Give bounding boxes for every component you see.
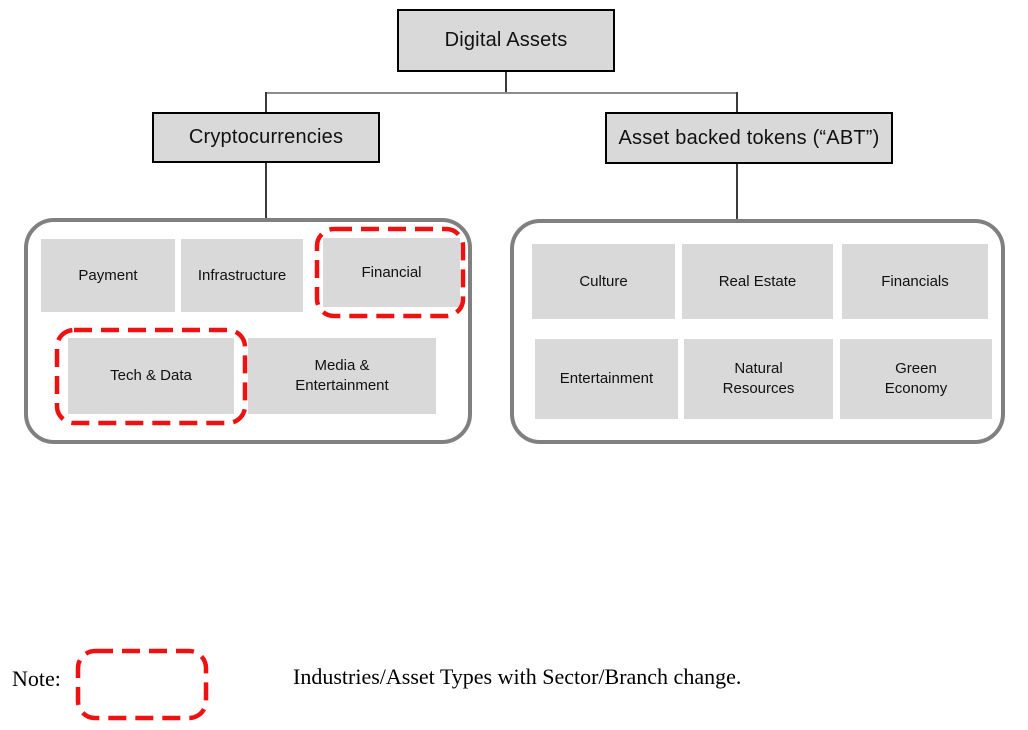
item-green-economy-label: Green Economy <box>884 360 948 397</box>
node-cryptocurrencies-label: Cryptocurrencies <box>188 126 344 148</box>
item-tech-data-label: Tech & Data <box>110 367 192 384</box>
connector-horizontal <box>265 92 738 94</box>
item-infrastructure-label: Infrastructure <box>197 266 287 284</box>
connector-abt-to-group <box>736 164 738 219</box>
connector-drop-right <box>736 92 738 112</box>
node-digital-assets-label: Digital Assets <box>444 29 568 51</box>
item-financial: Financial <box>323 238 460 307</box>
item-natural-resources: Natural Resources <box>684 339 833 419</box>
item-entertainment: Entertainment <box>535 339 678 419</box>
item-payment: Payment <box>41 239 175 312</box>
item-culture-label: Culture <box>579 272 628 290</box>
highlight-ring-tech-data-icon <box>54 327 248 426</box>
item-financials-label: Financials <box>881 272 949 290</box>
item-media-entertainment-label: Media & Entertainment <box>295 357 389 394</box>
item-media-entertainment: Media & Entertainment <box>248 338 436 414</box>
connector-drop-left <box>265 92 267 112</box>
group-asset-backed-tokens: Culture Real Estate Financials Entertain… <box>510 219 1005 444</box>
item-culture: Culture <box>532 244 675 319</box>
item-natural-resources-label: Natural Resources <box>722 360 795 397</box>
node-cryptocurrencies: Cryptocurrencies <box>152 112 380 163</box>
group-cryptocurrencies: Payment Infrastructure Financial Tech & … <box>24 218 472 444</box>
legend-dashed-box-icon <box>75 648 209 721</box>
connector-crypto-to-group <box>265 163 267 218</box>
node-asset-backed-tokens-label: Asset backed tokens (“ABT”) <box>618 126 880 149</box>
node-asset-backed-tokens: Asset backed tokens (“ABT”) <box>605 112 893 164</box>
item-financial-label: Financial <box>361 263 422 281</box>
item-entertainment-label: Entertainment <box>559 370 654 387</box>
item-green-economy: Green Economy <box>840 339 992 419</box>
item-real-estate-label: Real Estate <box>718 272 797 290</box>
connector-root-stem <box>505 72 507 93</box>
item-tech-data: Tech & Data <box>68 338 234 414</box>
item-real-estate: Real Estate <box>682 244 833 319</box>
item-payment-label: Payment <box>78 266 138 284</box>
node-digital-assets: Digital Assets <box>397 9 615 72</box>
item-financials: Financials <box>842 244 988 319</box>
note-text: Industries/Asset Types with Sector/Branc… <box>293 664 742 689</box>
highlight-ring-financial-icon <box>314 226 466 319</box>
note-label: Note: <box>12 666 61 691</box>
item-infrastructure: Infrastructure <box>181 239 303 312</box>
